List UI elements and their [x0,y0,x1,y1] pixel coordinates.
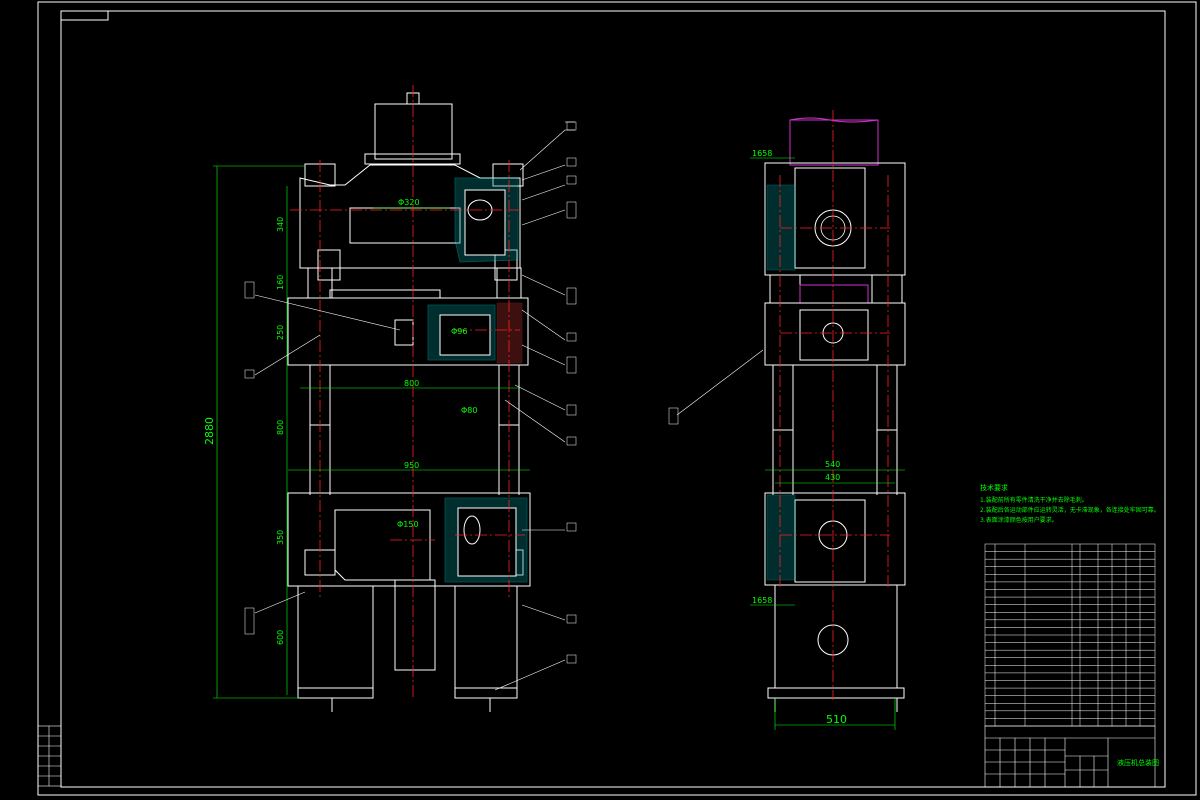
dim-top-section: 340 [276,217,285,232]
tech-requirements-title: 技术要求 [980,483,1008,492]
upper-crossbeam [299,163,524,281]
front-centerlines [290,85,525,700]
dim-slider-width: 800 [404,379,419,388]
tech-req-item-3: 3.表面涂漆颜色按用户要求。 [980,516,1058,524]
top-left-tag [60,10,109,21]
drawing-title: 液压机总装图 [1117,758,1159,767]
side-dim-inner-width2: 430 [825,473,840,482]
dim-column-dia: Φ80 [461,406,477,415]
tech-requirements: 技术要求 1.装配前所有零件清洗干净并去除毛刺。 2.装配后各运动部件应运转灵活… [980,483,1160,524]
dim-slider-bore: Φ96 [451,327,467,336]
side-legs [767,584,905,712]
parts-list [984,543,1156,727]
dim-stroke: 800 [276,420,285,435]
side-slider [764,302,906,366]
legs-and-lower-cylinder [297,579,518,712]
side-magenta-plate [799,284,869,304]
inner-border [60,10,1166,788]
title-block [984,725,1156,788]
side-dim-base-width: 510 [826,713,847,726]
front-leader-labels [244,121,577,664]
outer-border [37,1,1197,796]
dim-overall-height: 2880 [203,417,216,445]
side-dim-top: 1658 [752,149,772,158]
side-columns [772,365,898,495]
side-top-cylinder [789,119,879,166]
lower-bore-ellipse [463,515,481,545]
side-view: 1658 540 430 1658 510 [668,110,906,730]
dim-base-bore: Φ150 [397,520,419,529]
side-leader-label [668,407,679,425]
tech-req-item-1: 1.装配前所有零件清洗干净并去除毛刺。 [980,496,1088,504]
slider-bore-window [439,314,491,356]
front-dimension-lines [213,165,530,699]
dim-base-width: 950 [404,461,419,470]
side-top-wave [789,117,879,123]
lower-bore-window [457,507,517,577]
dim-slider-height: 250 [276,325,285,340]
left-side-table [37,725,62,787]
dim-base-height: 350 [276,530,285,545]
side-upper-hatch-left [766,184,796,271]
dim-upper-gap: 160 [276,275,285,290]
dim-top-bore: Φ320 [398,198,420,207]
slider-hatch-right [496,302,523,364]
front-view: 2880 340 160 250 800 350 600 800 950 Φ32… [203,85,577,712]
front-leader-lines [254,121,575,691]
side-lower-hatch-left [766,494,796,581]
side-dim-lower: 1658 [752,596,772,605]
side-dimension-lines [750,157,905,730]
side-leader-line [676,349,764,416]
upper-bore-window [464,189,506,256]
tech-req-item-2: 2.装配后各运动部件应运转灵活，无卡滞现象，各连接处牢固可靠。 [980,506,1160,514]
top-cylinder [364,92,461,165]
dim-leg-height: 600 [276,630,285,645]
side-dim-inner-width: 540 [825,460,840,469]
side-centerlines [779,110,890,700]
